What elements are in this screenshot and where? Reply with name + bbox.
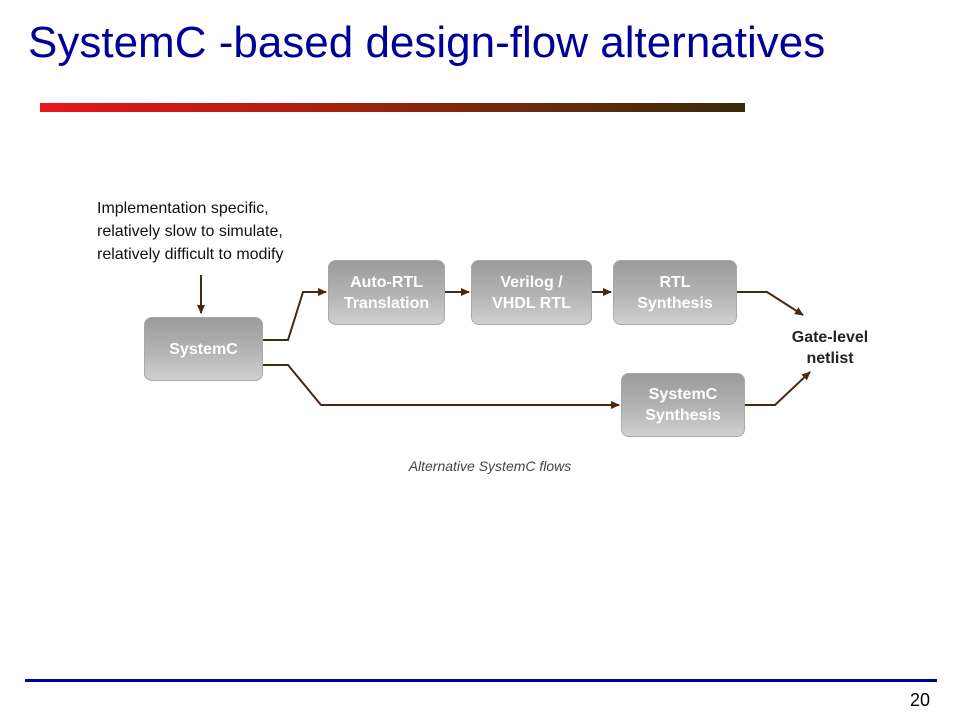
arrow-systemc-synthesis-to-gate-level xyxy=(745,371,811,406)
verilog-vhdl-rtl-label: Verilog / VHDL RTL xyxy=(492,273,571,312)
rtl-synthesis-label: RTL Synthesis xyxy=(637,273,713,312)
arrow-systemc-to-auto-rtl xyxy=(263,288,327,341)
rtl-synthesis-box: RTL Synthesis xyxy=(613,260,737,325)
auto-rtl-translation-box: Auto-RTL Translation xyxy=(328,260,445,325)
title-underline-bar xyxy=(40,103,745,112)
note-line-2: relatively slow to simulate, xyxy=(97,223,283,240)
verilog-vhdl-rtl-box: Verilog / VHDL RTL xyxy=(471,260,592,325)
page-number: 20 xyxy=(909,690,930,710)
systemc-synthesis-box: SystemC Synthesis xyxy=(621,373,745,437)
arrow-rtl-synthesis-to-gate-level xyxy=(737,291,804,316)
implementation-note: Implementation specific, relatively slow… xyxy=(97,197,337,266)
note-line-1: Implementation specific, xyxy=(97,200,269,217)
arrow-systemc-to-systemc-synthesis xyxy=(263,364,620,409)
footer-rule xyxy=(25,679,937,682)
systemc-box: SystemC xyxy=(144,317,263,381)
systemc-box-label: SystemC xyxy=(169,340,238,358)
note-line-3: relatively difficult to modify xyxy=(97,246,284,263)
slide-title: SystemC -based design-flow alternatives xyxy=(28,18,826,67)
gate-level-netlist-label: Gate-level netlist xyxy=(791,329,869,367)
auto-rtl-translation-label: Auto-RTL Translation xyxy=(343,273,430,312)
diagram-caption: Alternative SystemC flows xyxy=(408,458,572,474)
systemc-synthesis-label: SystemC Synthesis xyxy=(645,386,721,424)
